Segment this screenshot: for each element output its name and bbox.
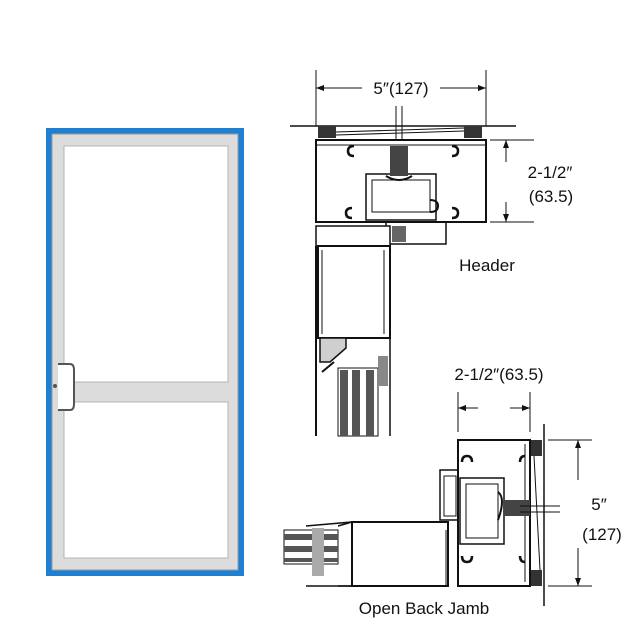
jamb-height-dimension-imperial: 5″: [591, 495, 606, 514]
jamb-label: Open Back Jamb: [359, 599, 489, 618]
jamb-height-dimension-metric: (127): [582, 525, 622, 544]
door-upper-glass: [63, 145, 229, 383]
header-label: Header: [459, 256, 515, 275]
header-height-dimension-imperial: 2-1/2″: [528, 163, 573, 182]
header-height-dimension-metric: (63.5): [529, 187, 573, 206]
door-pull-handle-icon: [53, 363, 75, 411]
header-width-dimension: 5″(127): [373, 79, 428, 98]
jamb-width-dimension: 2-1/2″(63.5): [454, 365, 543, 384]
door-elevation: [46, 128, 244, 576]
header-section: [290, 70, 534, 437]
door-lower-glass: [63, 401, 229, 559]
jamb-section: [283, 392, 592, 606]
